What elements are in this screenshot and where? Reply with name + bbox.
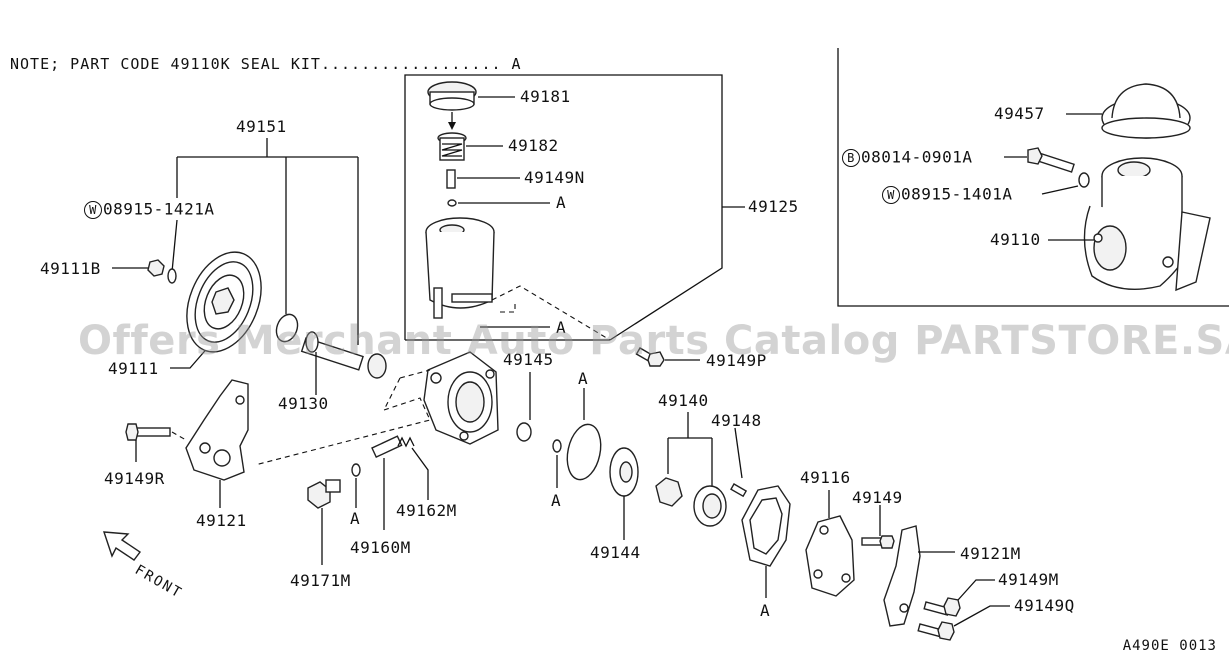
label-49125[interactable]: 49125 xyxy=(748,197,799,216)
gasket xyxy=(741,485,791,567)
label-49121M[interactable]: 49121M xyxy=(960,544,1021,563)
label-A[interactable]: A xyxy=(350,509,361,528)
cam-ring-49140 xyxy=(693,485,727,527)
label-49149Q[interactable]: 49149Q xyxy=(1014,596,1075,615)
diagram-code: A490E 0013 xyxy=(1122,638,1217,654)
label-49457[interactable]: 49457 xyxy=(994,104,1045,123)
label-49121[interactable]: 49121 xyxy=(196,511,247,530)
label-49140[interactable]: 49140 xyxy=(658,391,709,410)
bolt-badge-icon: B xyxy=(842,149,860,167)
valve-49160M xyxy=(371,435,403,458)
inset-frame xyxy=(837,48,1229,307)
label-A[interactable]: A xyxy=(551,491,562,510)
label-A[interactable]: A xyxy=(556,318,567,337)
bolt-49149Q xyxy=(917,621,955,641)
vane-49140 xyxy=(655,477,683,507)
nut-49111B xyxy=(147,259,165,277)
cap-49181 xyxy=(427,81,477,111)
label-49116[interactable]: 49116 xyxy=(800,468,851,487)
label-49181[interactable]: 49181 xyxy=(520,87,571,106)
label-49144[interactable]: 49144 xyxy=(590,543,641,562)
label-49162M[interactable]: 49162M xyxy=(396,501,457,520)
washer-badge-icon: W xyxy=(84,201,102,219)
part-number: 08915-1421A xyxy=(103,199,215,219)
label-49149R[interactable]: 49149R xyxy=(104,469,165,488)
label-49149N[interactable]: 49149N xyxy=(524,168,585,187)
washer-badge-icon: W xyxy=(882,186,900,204)
seal-kit-note: NOTE; PART CODE 49110K SEAL KIT.........… xyxy=(10,55,522,73)
label-A[interactable]: A xyxy=(556,193,567,212)
filter-49182 xyxy=(437,132,467,161)
label-49130[interactable]: 49130 xyxy=(278,394,329,413)
bolt-49149M xyxy=(923,597,961,617)
label-49151[interactable]: 49151 xyxy=(236,117,287,136)
pump-body xyxy=(423,351,499,445)
cap-49457 xyxy=(1101,83,1191,139)
label-49182[interactable]: 49182 xyxy=(508,136,559,155)
label-49110[interactable]: 49110 xyxy=(990,230,1041,249)
reservoir-kit-bracket xyxy=(404,74,723,341)
bolt-49149 xyxy=(861,535,895,549)
label-49171M[interactable]: 49171M xyxy=(290,571,351,590)
pump-assembly-49110 xyxy=(1083,157,1211,292)
label-49160M[interactable]: 49160M xyxy=(350,538,411,557)
shaft-49130 xyxy=(275,313,387,379)
bolt-49149N xyxy=(446,169,456,189)
spring-49162M xyxy=(397,436,415,448)
bolt-08014-0901A xyxy=(1027,147,1075,173)
bracket-49121M xyxy=(883,525,921,627)
cover-49116 xyxy=(805,515,855,597)
rotor-49144 xyxy=(609,447,639,497)
pin-49148 xyxy=(730,483,748,498)
watermark: Offers Merchant Auto Parts Catalog PARTS… xyxy=(78,318,1229,364)
bolt-49149R xyxy=(125,423,171,441)
pulley-49111 xyxy=(186,251,262,353)
label-A[interactable]: A xyxy=(578,369,589,388)
washer-08915-1401A xyxy=(1078,172,1090,188)
bolt-49149P xyxy=(635,347,665,367)
label-49149M[interactable]: 49149M xyxy=(998,570,1059,589)
bracket-49121 xyxy=(185,379,249,481)
label-49145[interactable]: 49145 xyxy=(503,350,554,369)
plug-49171M xyxy=(307,479,341,509)
reservoir-49125 xyxy=(425,217,495,319)
part-number: 08915-1401A xyxy=(901,184,1013,204)
label-49111[interactable]: 49111 xyxy=(108,359,159,378)
label-A[interactable]: A xyxy=(760,601,771,620)
label-49111B[interactable]: 49111B xyxy=(40,259,101,278)
front-arrow-icon xyxy=(103,531,142,561)
seal-49145 xyxy=(516,422,532,442)
label-49149[interactable]: 49149 xyxy=(852,488,903,507)
label-49149P[interactable]: 49149P xyxy=(706,351,767,370)
label-49148[interactable]: 49148 xyxy=(711,411,762,430)
part-number: 08014-0901A xyxy=(861,147,973,167)
